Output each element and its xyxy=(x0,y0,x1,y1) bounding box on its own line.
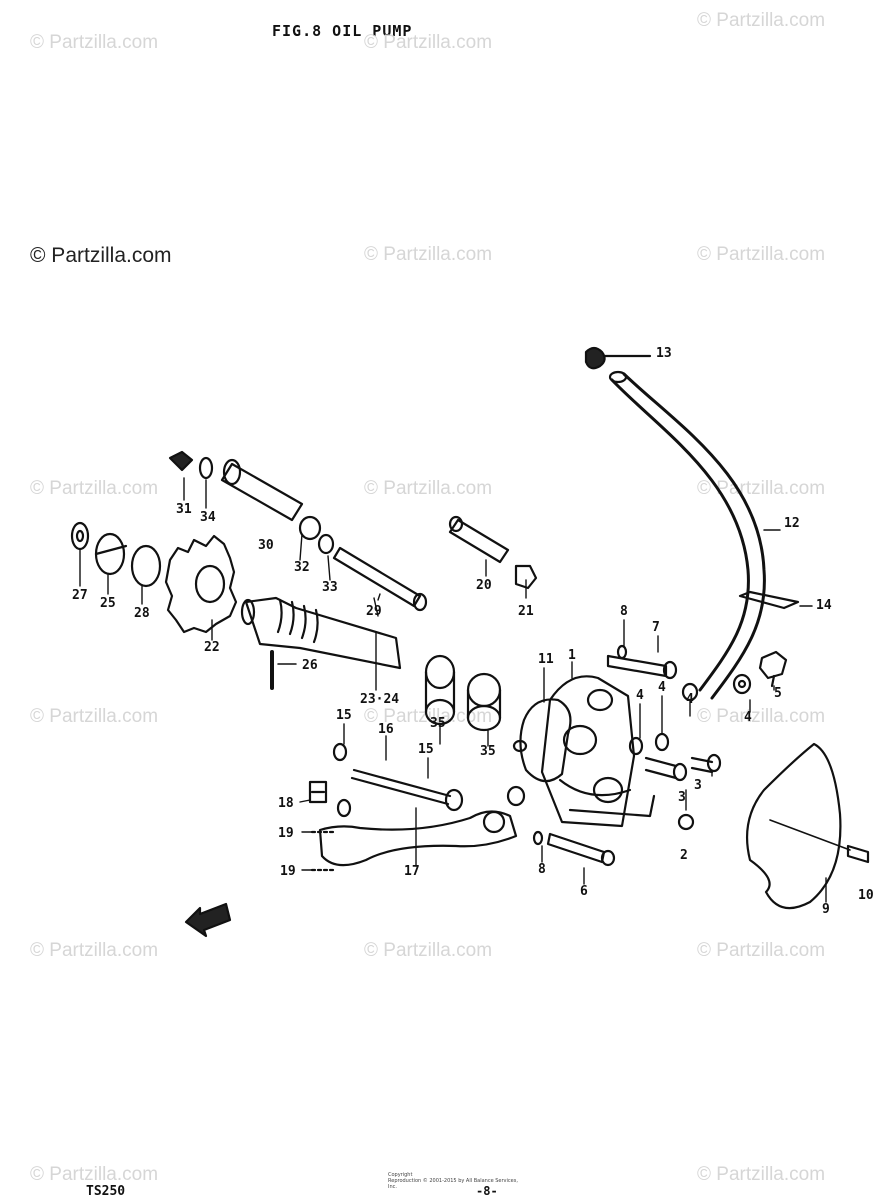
watermark: © Partzilla.com xyxy=(697,940,826,961)
watermark: © Partzilla.com xyxy=(697,706,826,727)
watermark: © Partzilla.com xyxy=(364,478,493,499)
part-12-hose xyxy=(608,370,781,700)
watermark: © Partzilla.com xyxy=(30,940,159,961)
part-label: 30 xyxy=(258,538,274,553)
watermark: © Partzilla.com xyxy=(30,32,159,53)
part-label: 23·24 xyxy=(360,692,400,707)
part-18-bolt xyxy=(308,780,328,804)
part-20-21-shaft xyxy=(448,515,538,590)
copyright-line: Reproduction © 2001-2015 by All Balance … xyxy=(388,1178,518,1190)
part-label: 31 xyxy=(176,502,192,517)
part-label: 29 xyxy=(366,604,382,619)
part-label: 8 xyxy=(538,862,546,877)
watermark: © Partzilla.com xyxy=(697,478,826,499)
part-label: 1 xyxy=(568,648,576,663)
part-label: 25 xyxy=(100,596,116,611)
part-label: 35 xyxy=(430,716,446,731)
part-5-bolt xyxy=(758,650,788,688)
watermark-main: © Partzilla.com xyxy=(30,244,172,267)
part-label: 34 xyxy=(200,510,216,525)
part-label: 10 xyxy=(858,888,874,903)
part-label: 12 xyxy=(784,516,800,531)
part-19-washers xyxy=(310,830,338,872)
part-label: 4 xyxy=(744,710,752,725)
part-25-27-28-washers xyxy=(70,521,162,588)
part-label: 9 xyxy=(822,902,830,917)
part-23-24-worm-shaft xyxy=(240,596,402,670)
watermark: © Partzilla.com xyxy=(30,706,159,727)
part-label: 13 xyxy=(656,346,672,361)
part-29-34-shafts xyxy=(168,450,428,612)
leader-lines xyxy=(79,477,827,903)
copyright-note: Copyright Reproduction © 2001-2015 by Al… xyxy=(388,1172,528,1190)
part-label: 5 xyxy=(774,686,782,701)
part-label: 33 xyxy=(322,580,338,595)
part-label: 4 xyxy=(686,692,694,707)
part-label: 19 xyxy=(278,826,294,841)
watermark: © Partzilla.com xyxy=(30,1164,159,1185)
part-1-pump-body xyxy=(540,675,656,828)
watermark: © Partzilla.com xyxy=(364,940,493,961)
part-label: 4 xyxy=(658,680,666,695)
part-label: 2 xyxy=(680,848,688,863)
part-label: 8 xyxy=(620,604,628,619)
part-label: 16 xyxy=(378,722,394,737)
part-15-16-pins xyxy=(332,742,464,818)
part-label: 11 xyxy=(538,652,554,667)
part-11-gasket xyxy=(512,698,572,783)
watermark: © Partzilla.com xyxy=(364,32,493,53)
part-label: 15 xyxy=(336,708,352,723)
watermark: © Partzilla.com xyxy=(364,244,493,265)
part-label: 15 xyxy=(418,742,434,757)
page-number: -8- xyxy=(476,1184,498,1198)
part-label: 26 xyxy=(302,658,318,673)
part-13-clip xyxy=(584,346,652,370)
fwd-arrow xyxy=(184,902,232,938)
part-3-plungers xyxy=(644,753,722,782)
part-14-clamp xyxy=(738,590,813,610)
part-8-pins xyxy=(532,644,628,846)
part-label: 27 xyxy=(72,588,88,603)
part-label: 17 xyxy=(404,864,420,879)
watermark: © Partzilla.com xyxy=(697,244,826,265)
part-7-screw xyxy=(606,654,678,680)
part-22-gear xyxy=(164,534,238,634)
watermark: © Partzilla.com xyxy=(30,478,159,499)
part-label: 20 xyxy=(476,578,492,593)
part-label: 35 xyxy=(480,744,496,759)
part-label: 4 xyxy=(636,688,644,703)
part-label: 14 xyxy=(816,598,832,613)
part-label: 3 xyxy=(678,790,686,805)
part-label: 21 xyxy=(518,604,534,619)
part-9-cover xyxy=(746,742,851,910)
part-17-lever xyxy=(318,785,526,867)
part-10-screw xyxy=(846,844,870,864)
part-label: 6 xyxy=(580,884,588,899)
part-26-pin xyxy=(270,650,297,690)
part-label: 19 xyxy=(280,864,296,879)
part-label: 7 xyxy=(652,620,660,635)
figure-title: FIG.8 OIL PUMP xyxy=(272,22,413,40)
part-6-bolt xyxy=(546,832,616,867)
part-label: 32 xyxy=(294,560,310,575)
part-label: 18 xyxy=(278,796,294,811)
copyright-line: Copyright xyxy=(388,1172,413,1178)
part-label: 28 xyxy=(134,606,150,621)
watermark: © Partzilla.com xyxy=(697,10,826,31)
watermark: © Partzilla.com xyxy=(697,1164,826,1185)
part-label: 3 xyxy=(694,778,702,793)
model-code: TS250 xyxy=(86,1184,126,1199)
part-label: 22 xyxy=(204,640,220,655)
part-2-nut xyxy=(677,813,695,831)
